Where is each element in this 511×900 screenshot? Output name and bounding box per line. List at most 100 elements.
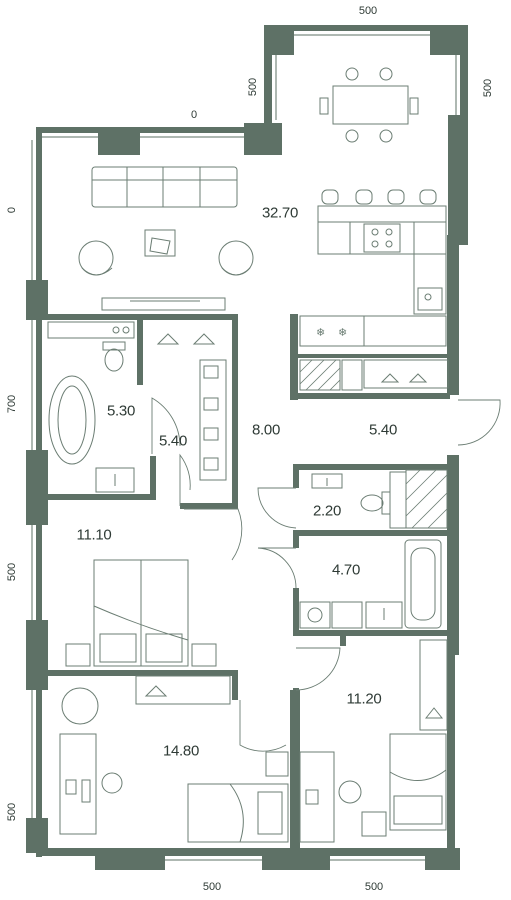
door-wardrobe: [179, 453, 191, 506]
wall-left-block4: [26, 818, 48, 853]
toilet-icon: [360, 491, 391, 515]
hanger-icon: [408, 373, 428, 383]
desk-icon: [299, 751, 335, 843]
stove-icon: [363, 223, 401, 253]
toilet-icon: [102, 341, 126, 372]
washbasin-icon: [95, 467, 135, 493]
dimension-upper-right: 500: [482, 78, 494, 98]
windows: [31, 34, 457, 861]
washbasin-icon: [365, 601, 403, 629]
wall-left-block1: [26, 280, 48, 320]
chair-icon: [101, 772, 123, 794]
desk-icon: [59, 733, 97, 835]
room-area-bedroom-1: 11.10: [76, 526, 112, 544]
oven-column: [341, 359, 363, 391]
dimension-top: 500: [358, 5, 378, 17]
chair-icon: [61, 687, 99, 725]
wall-wc-left2: [293, 530, 299, 548]
door-bath-530: [151, 397, 181, 454]
wall-wardrobe-inner: [150, 456, 156, 500]
tv-stand-icon: [101, 297, 226, 311]
room-area-entrance: 5.40: [369, 421, 397, 439]
bathtub-icon: [48, 375, 96, 465]
armchair-icon: [78, 240, 114, 276]
hanger-icon: [144, 685, 168, 697]
dimension-left-lower: 500: [6, 562, 18, 582]
door-bedroom-1110: [184, 508, 243, 561]
door-wc: [257, 487, 297, 529]
wall-top-right-notch: [244, 123, 282, 155]
kitchen-column: [413, 253, 447, 315]
sofa-icon: [91, 166, 238, 208]
wall-bed1-top: [42, 670, 232, 676]
door-bedroom-1120: [295, 647, 341, 691]
wardrobe-shelf: [199, 359, 227, 481]
door-swings: [151, 397, 501, 752]
wall-left-block2: [26, 450, 48, 525]
wall-right-bottom: [447, 640, 455, 855]
wall-bath-top: [42, 314, 238, 320]
wall-bay-top: [264, 25, 468, 31]
dining-table-icon: [319, 67, 419, 143]
hanger-icon: [424, 707, 444, 719]
wall-bath-bottom: [42, 494, 152, 500]
kitchen-counter: [317, 189, 447, 255]
room-area-bedroom-3: 11.20: [346, 690, 382, 708]
room-area-hallway: 8.00: [252, 421, 280, 439]
side-table: [265, 751, 289, 777]
washbasin-icon: [47, 321, 135, 339]
dimension-balcony-top: 0: [190, 109, 198, 121]
chair-icon: [338, 780, 362, 804]
bed-icon: [187, 783, 289, 843]
dimension-upper-left-notch: 500: [247, 77, 259, 97]
hanger-icon: [156, 333, 180, 345]
wall-left-block3: [26, 620, 48, 690]
wall-bed1-right: [232, 670, 238, 700]
laundry-cabinet: [331, 601, 363, 629]
wall-right-upper: [447, 235, 459, 395]
fridge-icon: ❄ ❄: [299, 315, 365, 347]
wall-kitchen-under: [290, 393, 450, 399]
shaft-block: [405, 469, 448, 529]
wall-wc-mid: [293, 530, 455, 536]
dimension-left-mid: 700: [6, 394, 18, 414]
wardrobe-shelf: [135, 675, 231, 705]
svg-text:❄: ❄: [338, 327, 347, 339]
door-bedroom-1480: [239, 700, 287, 752]
wall-bath2-left: [293, 588, 299, 636]
wall-top-living-mid: [98, 127, 140, 155]
wall-bath2-bottom: [293, 630, 455, 636]
magazine-icon: [149, 237, 171, 255]
wc-shelf: [389, 471, 407, 529]
walls: [26, 25, 468, 870]
wardrobe-shelf: [419, 639, 448, 731]
sink-icon: [417, 287, 443, 311]
wall-bottom-block1: [95, 848, 165, 870]
hanger-icon: [380, 373, 400, 383]
bathtub-icon: [404, 539, 442, 629]
washbasin-icon: [311, 473, 343, 489]
wall-top-left: [36, 127, 246, 133]
wall-bed2-divider: [290, 690, 300, 855]
wall-bed2-top: [340, 636, 346, 646]
furniture: ❄ ❄: [47, 67, 449, 843]
door-entrance: [457, 399, 501, 446]
wall-bath-mid: [137, 320, 143, 385]
armchair-icon: [218, 240, 254, 276]
pantry-block: [299, 359, 341, 391]
room-area-living-kitchen: 32.70: [261, 204, 299, 222]
washing-machine-icon: [299, 601, 331, 629]
svg-text:❄: ❄: [316, 327, 325, 339]
wall-right-lower: [447, 455, 459, 655]
room-area-bath: 4.70: [332, 561, 360, 579]
room-area-wc: 2.20: [313, 502, 341, 520]
wall-wc-left: [293, 464, 299, 488]
bed-icon: [93, 559, 189, 667]
room-area-bathroom: 5.30: [107, 402, 135, 420]
wall-bath-right: [232, 314, 238, 509]
wall-bottom-block2: [262, 848, 330, 870]
nightstand: [65, 643, 91, 667]
dimension-left-bottom: 500: [6, 802, 18, 822]
nightstand: [191, 643, 217, 667]
